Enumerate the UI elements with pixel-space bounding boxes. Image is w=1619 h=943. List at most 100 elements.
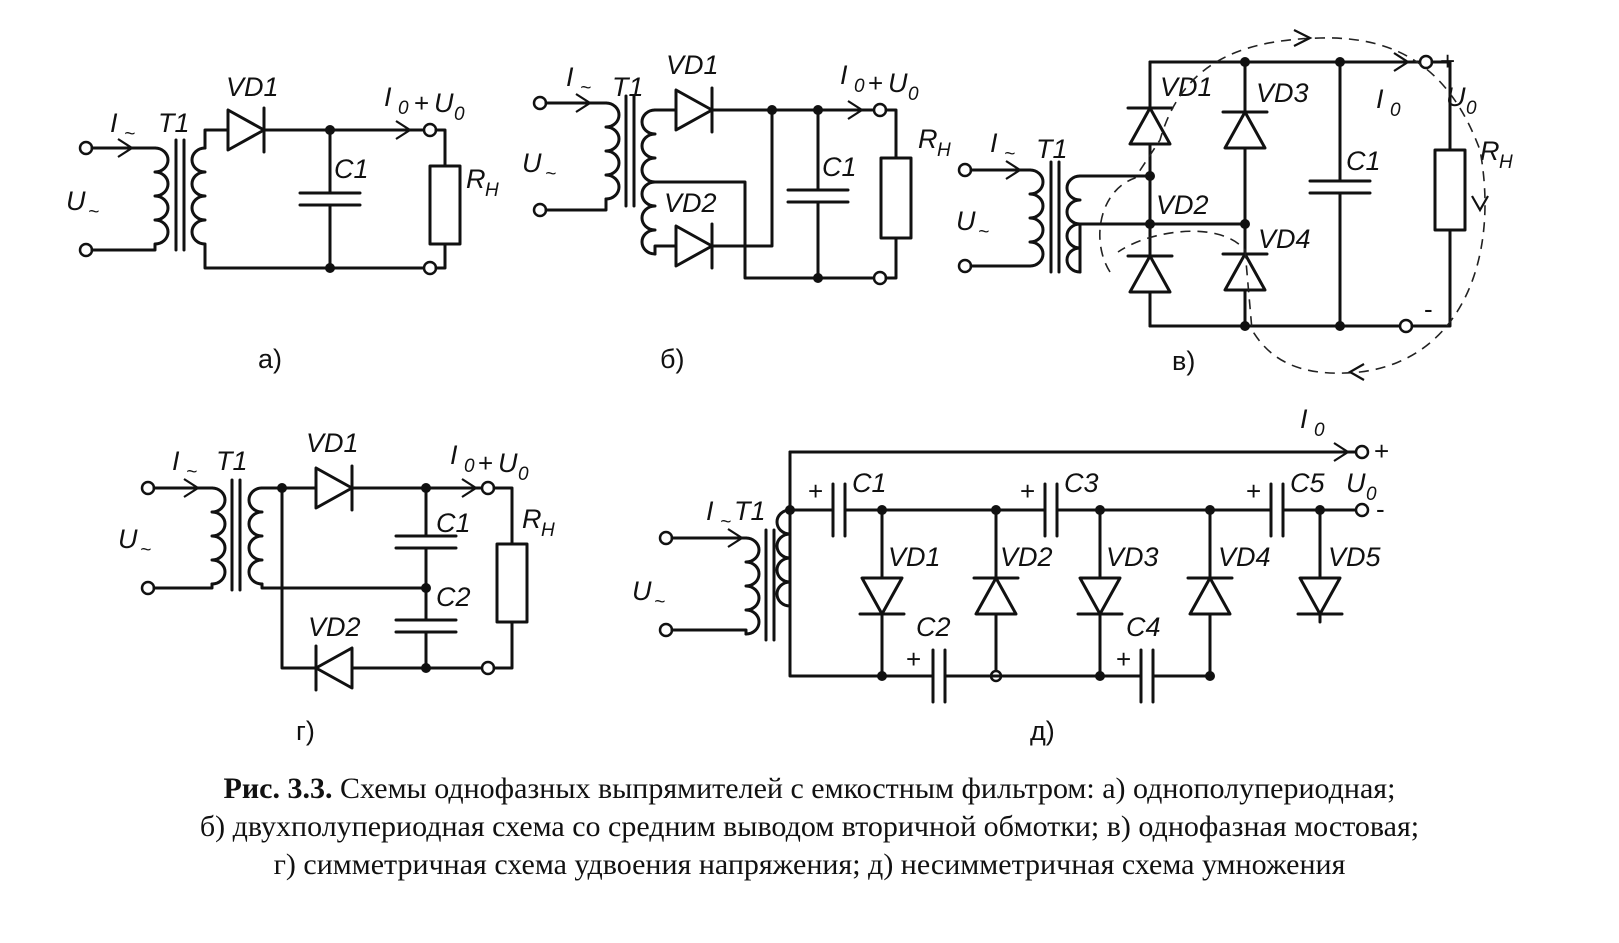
input-current-label: I (990, 128, 998, 158)
transformer-label: T1 (734, 496, 766, 526)
diode-vd4 (1221, 252, 1269, 292)
load-sub: H (1499, 152, 1513, 173)
capacitor-c1 (1308, 179, 1372, 195)
primary-winding (153, 146, 170, 246)
output-current-sub: 0 (1314, 420, 1325, 441)
input-current-sub: ~ (580, 78, 591, 99)
capacitor-c4 (1139, 648, 1155, 704)
output-current-sub: 0 (398, 98, 409, 119)
diode-vd1 (226, 106, 266, 154)
schematic-b: I ~ U ~ T1 VD1 VD2 I 0 + U 0 C1 R (522, 50, 951, 374)
capacitor-c1 (298, 191, 362, 207)
input-current-sub: ~ (1004, 144, 1015, 165)
caption-line-2: б) двухполупериодная схема со средним вы… (199, 810, 1420, 843)
caption-title: Рис. 3.3. (223, 772, 333, 805)
diode-vd2 (314, 644, 354, 692)
input-voltage-label: U (118, 524, 138, 554)
capacitor-c2-label: C2 (916, 612, 951, 642)
plus-sign: + (414, 88, 429, 118)
schematic-v: I ~ U ~ T1 VD1 VD2 VD3 VD4 C1 I (956, 29, 1513, 381)
input-current-label: I (566, 62, 574, 92)
secondary-winding-upper (640, 108, 657, 184)
load-sub: H (485, 180, 499, 201)
capacitor-c1-label: C1 (436, 508, 471, 538)
secondary-winding (1065, 174, 1082, 274)
diode-vd5 (1296, 576, 1344, 616)
diode-vd4 (1186, 576, 1234, 616)
plus-sign: + (1116, 644, 1131, 674)
diode-vd1-label: VD1 (226, 72, 279, 102)
output-voltage-label: U (888, 68, 908, 98)
secondary-winding-lower (640, 180, 657, 256)
capacitor-c3 (1043, 482, 1059, 538)
plus-sign: + (868, 68, 883, 98)
plus-sign: + (1246, 476, 1261, 506)
minus-sign: - (1376, 494, 1385, 524)
diode-vd3 (1076, 576, 1124, 616)
diode-vd2-label: VD2 (1000, 542, 1053, 572)
input-voltage-sub: ~ (88, 202, 99, 223)
capacitor-c1-label: C1 (1346, 146, 1381, 176)
transformer-core (230, 478, 242, 592)
capacitor-c1 (786, 188, 850, 204)
schematic-d: I ~ U ~ T1 I 0 + + C1 + C3 + C5 - U 0 (632, 404, 1389, 746)
output-voltage-label: U (498, 448, 518, 478)
caption-line-3: г) симметричная схема удвоения напряжени… (273, 848, 1346, 881)
input-voltage-sub: ~ (140, 540, 151, 561)
output-voltage-sub: 0 (1366, 484, 1377, 505)
capacitor-c4-label: C4 (1126, 612, 1161, 642)
input-current-sub: ~ (124, 124, 135, 145)
load-resistor (1433, 148, 1467, 232)
plus-sign: + (1020, 476, 1035, 506)
capacitor-c3-label: C3 (1064, 468, 1099, 498)
diode-vd1-label: VD1 (666, 50, 719, 80)
output-voltage-sub: 0 (908, 84, 919, 105)
diode-vd2-label: VD2 (664, 188, 717, 218)
transformer-label: T1 (612, 72, 644, 102)
capacitor-c1-label: C1 (822, 152, 857, 182)
output-current-arrow (434, 477, 478, 499)
output-voltage-sub: 0 (518, 464, 529, 485)
caption-line-1-text: Схемы однофазных выпрямителей с емкостны… (332, 772, 1396, 805)
output-current-arrow (1366, 51, 1410, 73)
load-resistor (428, 164, 462, 246)
input-voltage-sub: ~ (545, 164, 556, 185)
diode-vd3-label: VD3 (1256, 78, 1309, 108)
load-label: R (1480, 136, 1500, 166)
output-current-sub: 0 (854, 76, 865, 97)
output-current-label: I (1300, 404, 1308, 434)
diode-vd1-label: VD1 (1160, 72, 1213, 102)
input-voltage-label: U (632, 576, 652, 606)
diode-vd2 (972, 576, 1020, 616)
panel-v-label: в) (1172, 346, 1195, 376)
diode-vd1 (858, 576, 906, 616)
plus-sign: + (808, 476, 823, 506)
load-resistor (495, 542, 529, 624)
diode-vd2 (674, 222, 714, 270)
output-voltage-sub: 0 (1466, 98, 1477, 119)
input-current-label: I (172, 446, 180, 476)
load-sub: H (541, 520, 555, 541)
output-voltage-label: U (434, 88, 454, 118)
capacitor-c5-label: C5 (1290, 468, 1325, 498)
diode-vd1 (674, 86, 714, 134)
primary-winding (1028, 168, 1045, 268)
transformer-label: T1 (216, 446, 248, 476)
diode-vd3-label: VD3 (1106, 542, 1159, 572)
secondary-winding (775, 508, 792, 608)
input-current-sub: ~ (186, 462, 197, 483)
load-resistor (879, 156, 913, 240)
plus-sign: + (906, 644, 921, 674)
input-current-sub: ~ (720, 512, 731, 533)
secondary-winding (190, 146, 207, 246)
transformer-core (1049, 160, 1061, 274)
panel-d-label: д) (1030, 716, 1055, 746)
schematic-g: I ~ U ~ T1 VD1 VD2 C1 C2 I 0 + U 0 (118, 428, 555, 746)
schematic-a: I ~ U ~ T1 VD1 I 0 + U 0 C1 R H а) (66, 72, 499, 374)
load-label: R (522, 504, 542, 534)
capacitor-c2 (394, 618, 458, 634)
load-sub: H (937, 140, 951, 161)
output-current-arrow (368, 119, 412, 141)
diode-vd4-label: VD4 (1218, 542, 1271, 572)
